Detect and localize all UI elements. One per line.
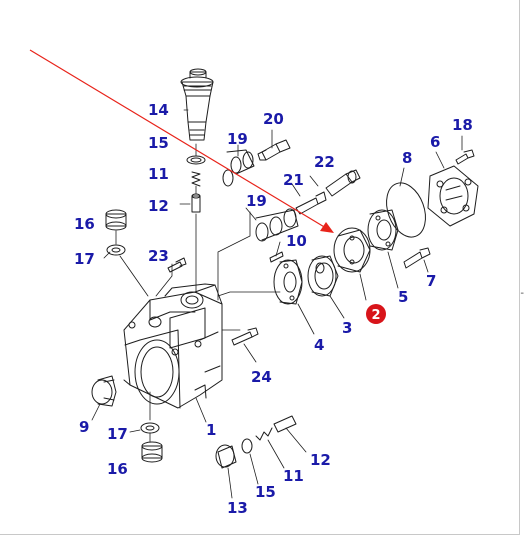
callout-16-bottom: 16: [107, 460, 128, 478]
callout-24: 24: [251, 368, 272, 386]
callout-21: 21: [283, 171, 304, 189]
part-plunger-12-top: [191, 193, 201, 213]
callout-11-bottom: 11: [283, 467, 304, 485]
part-bolt-18: [455, 149, 475, 165]
part-shaft-14: [180, 68, 214, 141]
part-gear-3: [307, 255, 339, 297]
callout-19-lower: 19: [246, 192, 267, 210]
badge-circle: [366, 304, 386, 324]
part-seal-15-top: [186, 155, 206, 165]
callout-12-bottom: 12: [310, 451, 331, 469]
callout-10: 10: [286, 232, 307, 250]
part-ring-15-bottom: [241, 438, 253, 454]
callout-3: 3: [342, 319, 352, 337]
callout-15-bottom: 15: [255, 483, 276, 501]
part-fitting-22: [325, 169, 361, 197]
part-washer-17-top: [106, 244, 126, 256]
part-plug-16-top: [105, 209, 127, 231]
callout-17-bottom: 17: [107, 425, 128, 443]
part-bolt-21: [295, 191, 327, 215]
callout-6: 6: [430, 133, 440, 151]
part-bolt-23: [167, 257, 187, 273]
callout-4: 4: [314, 336, 324, 354]
part-plug-13: [215, 444, 237, 469]
part-ring-2: [333, 227, 371, 273]
badge-label: 2: [371, 308, 380, 323]
part-spring-11-bottom: [255, 427, 273, 441]
callout-7: 7: [426, 272, 436, 290]
callout-22: 22: [314, 153, 335, 171]
part-bolt-7: [403, 247, 431, 269]
part-bolt-24: [231, 327, 259, 346]
callout-23: 23: [148, 247, 169, 265]
callout-1: 1: [206, 421, 216, 439]
callout-labels: 14 15 11 12 16 17 23 20 19 22 21 19 10 8…: [74, 101, 473, 517]
part-cover-6: [427, 165, 479, 227]
callout-9: 9: [79, 418, 89, 436]
callout-18: 18: [452, 116, 473, 134]
part-rings-19-upper: [222, 149, 255, 187]
callout-5: 5: [398, 288, 408, 306]
part-plug-16-bottom: [141, 441, 163, 463]
part-fitting-20: [257, 139, 291, 161]
callout-16-top: 16: [74, 215, 95, 233]
part-plunger-12-bottom: [273, 415, 297, 433]
callout-15-top: 15: [148, 134, 169, 152]
part-plate-5: [367, 209, 399, 251]
callout-19-upper: 19: [227, 130, 248, 148]
highlight-arrow: [29, 49, 334, 233]
callout-17-top: 17: [74, 250, 95, 268]
part-washer-17-bottom: [140, 422, 160, 434]
callout-11-top: 11: [148, 165, 169, 183]
callout-8: 8: [402, 149, 412, 167]
edge-tick-mark: -: [520, 288, 524, 299]
callout-13: 13: [227, 499, 248, 517]
leader-lines: [91, 109, 463, 499]
callout-14: 14: [148, 101, 169, 119]
part-pin-10: [269, 251, 284, 263]
part-gasket-8: [386, 182, 426, 238]
part-rings-19-lower: [255, 208, 299, 242]
part-plate-4: [273, 259, 303, 305]
callout-20: 20: [263, 110, 284, 128]
callout-12-top: 12: [148, 197, 169, 215]
part-plug-9: [91, 375, 117, 407]
part-spring-11-top: [191, 171, 201, 187]
highlight-badge-2: 2: [366, 304, 386, 324]
part-housing: [123, 283, 223, 409]
